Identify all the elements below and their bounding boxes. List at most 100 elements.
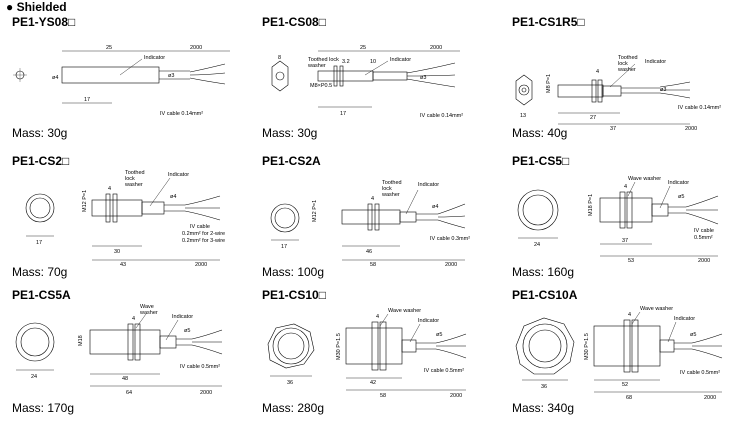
label-wave: Wave washer bbox=[388, 308, 421, 314]
dim-mid: 30 bbox=[114, 249, 120, 255]
sensor-cell-cs2a: PE1-CS2A 17 M12 P=1 4 Toothed lock washe… bbox=[260, 154, 500, 294]
dim-dia-cable: ø5 bbox=[678, 194, 684, 200]
label-indicator: Indicator bbox=[668, 180, 689, 186]
dim-bottom-a: 43 bbox=[120, 262, 126, 268]
mass-label: Mass: 30g bbox=[12, 126, 68, 140]
dim-bottom-b: 2000 bbox=[685, 126, 697, 132]
sensor-cell-cs10a: PE1-CS10A 36 M30 P=1.5 4 Wave washer Ind… bbox=[510, 288, 750, 428]
dimension-drawing: 8 25 2000 Toothed lock washer M8×P0.5 3.… bbox=[271, 45, 463, 119]
label-washer: washer bbox=[307, 63, 326, 69]
dim-dia-cable: ø5 bbox=[184, 328, 190, 334]
dim-bottom-b: 2000 bbox=[704, 395, 716, 401]
model-title: PE1-CS5□ bbox=[512, 154, 570, 168]
label-wave: Wave washer bbox=[628, 176, 661, 182]
dim-thread: M18 bbox=[78, 335, 84, 346]
dim-front-width: 8 bbox=[278, 55, 281, 61]
mass-label: Mass: 160g bbox=[512, 265, 575, 279]
dimension-drawing: 25 2000 17 ø4 ø3 Indicator IV cable 0.14… bbox=[13, 45, 230, 117]
dim-flange: 4 bbox=[628, 312, 631, 318]
dim-thread: M12 P=1 bbox=[82, 190, 88, 212]
dim-dia-front: ø4 bbox=[52, 75, 58, 81]
dim-bottom-b: 2000 bbox=[200, 390, 212, 396]
dim-dia-cable: ø5 bbox=[436, 332, 442, 338]
dim-thread: M8 P=1 bbox=[546, 74, 552, 93]
label-cable2: 0.5mm² bbox=[694, 235, 713, 241]
dimension-drawing: 24 M18 4 Wave washer Indicator 48 64 200… bbox=[15, 304, 223, 396]
label-cable: IV cable 0.14mm² bbox=[678, 105, 721, 111]
dim-flange: 4 bbox=[376, 314, 379, 320]
label-washer: washer bbox=[617, 67, 636, 73]
dim-dia-cable: ø4 bbox=[170, 194, 176, 200]
dim-top-b: 2000 bbox=[190, 45, 202, 51]
label-indicator: Indicator bbox=[168, 172, 189, 178]
dim-bottom-a: 53 bbox=[628, 258, 634, 264]
sensor-cell-cs10: PE1-CS10□ 36 M30 P=1.5 4 Wave washer Ind… bbox=[260, 288, 500, 428]
label-lock: lock bbox=[618, 61, 628, 67]
label-indicator: Indicator bbox=[390, 57, 411, 63]
label-indicator: Indicator bbox=[674, 316, 695, 322]
mass-label: Mass: 40g bbox=[512, 126, 568, 140]
model-title: PE1-CS2A bbox=[262, 154, 321, 168]
label-indicator: Indicator bbox=[645, 59, 666, 65]
label-cable: IV cable 0.3mm² bbox=[430, 236, 470, 242]
dim-bottom-a: 68 bbox=[626, 395, 632, 401]
dim-front-width: 24 bbox=[534, 242, 540, 248]
dim-dia-cable: ø5 bbox=[690, 332, 696, 338]
dim-d1: 3.2 bbox=[342, 59, 350, 65]
dimension-drawing: 24 M18 P=1 4 Wave washer Indicator 37 53… bbox=[517, 176, 719, 264]
label-washer: washer bbox=[139, 310, 158, 316]
label-cable: IV cable 0.5mm² bbox=[180, 364, 220, 370]
model-title: PE1-CS10□ bbox=[262, 288, 326, 302]
label-toothed: Toothed bbox=[125, 170, 145, 176]
label-indicator: Indicator bbox=[172, 314, 193, 320]
label-cable: IV cable 0.14mm² bbox=[160, 111, 203, 117]
label-washer: washer bbox=[381, 192, 400, 198]
mass-label: Mass: 30g bbox=[262, 126, 318, 140]
label-indicator: Indicator bbox=[144, 55, 165, 61]
label-indicator: Indicator bbox=[418, 318, 439, 324]
dim-mid: 42 bbox=[370, 380, 376, 386]
sensor-cell-ys08: PE1-YS08□ 25 2000 17 ø4 ø3 Indicator IV … bbox=[10, 15, 250, 155]
label-cable2: 0.2mm² for 2-wire bbox=[182, 231, 225, 237]
dim-thread: M30 P=1.5 bbox=[584, 333, 590, 360]
dim-flange: 4 bbox=[624, 184, 627, 190]
dim-bottom-b: 2000 bbox=[698, 258, 710, 264]
dim-top-a: 25 bbox=[360, 45, 366, 51]
label-toothed: Toothed bbox=[618, 55, 638, 61]
dim-bottom-a: 37 bbox=[610, 126, 616, 132]
sensor-cell-cs2: PE1-CS2□ 17 M12 P=1 4 Toothed lock washe… bbox=[10, 154, 250, 294]
label-lock: Toothed lock bbox=[308, 57, 339, 63]
dim-dia-cable: ø3 bbox=[168, 73, 174, 79]
dim-mid: 48 bbox=[122, 376, 128, 382]
dim-mid: 17 bbox=[340, 111, 346, 117]
dimension-drawing: 36 M30 P=1.5 4 Wave washer Indicator 52 … bbox=[515, 306, 723, 401]
label-cable1: IV cable bbox=[694, 228, 714, 234]
mass-label: Mass: 170g bbox=[12, 401, 75, 415]
mass-label: Mass: 280g bbox=[262, 401, 325, 415]
label-lock: lock bbox=[125, 176, 135, 182]
sensor-cell-cs5: PE1-CS5□ 24 M18 P=1 4 Wave washer Indica… bbox=[510, 154, 750, 294]
dim-top-a: 25 bbox=[106, 45, 112, 51]
dim-dia-cable: ø3 bbox=[420, 75, 426, 81]
dim-mid: 52 bbox=[622, 382, 628, 388]
model-title: PE1-CS5A bbox=[12, 288, 71, 302]
model-title: PE1-YS08□ bbox=[12, 15, 76, 29]
label-cable1: IV cable bbox=[190, 224, 210, 230]
dim-bottom-a: 64 bbox=[126, 390, 132, 396]
dim-dia-cable: ø3 bbox=[660, 87, 666, 93]
label-wave: Wave bbox=[140, 304, 154, 310]
dim-front-width: 17 bbox=[36, 240, 42, 246]
label-wave: Wave washer bbox=[640, 306, 673, 312]
dim-bottom-a: 58 bbox=[370, 262, 376, 268]
mass-label: Mass: 70g bbox=[12, 265, 68, 279]
section-header: ● Shielded bbox=[6, 0, 67, 14]
sensor-cell-cs08: PE1-CS08□ 8 25 2000 Toothed lock washer … bbox=[260, 15, 500, 155]
dimension-drawing: 17 M12 P=1 4 Toothed lock washer Indicat… bbox=[270, 180, 470, 268]
label-indicator: Indicator bbox=[418, 182, 439, 188]
label-lock: lock bbox=[382, 186, 392, 192]
label-washer: washer bbox=[124, 182, 143, 188]
mass-label: Mass: 100g bbox=[262, 265, 325, 279]
label-cable3: 0.2mm² for 3-wire bbox=[182, 238, 225, 244]
dim-bottom-b: 2000 bbox=[450, 393, 462, 399]
dim-front-width: 24 bbox=[31, 374, 37, 380]
